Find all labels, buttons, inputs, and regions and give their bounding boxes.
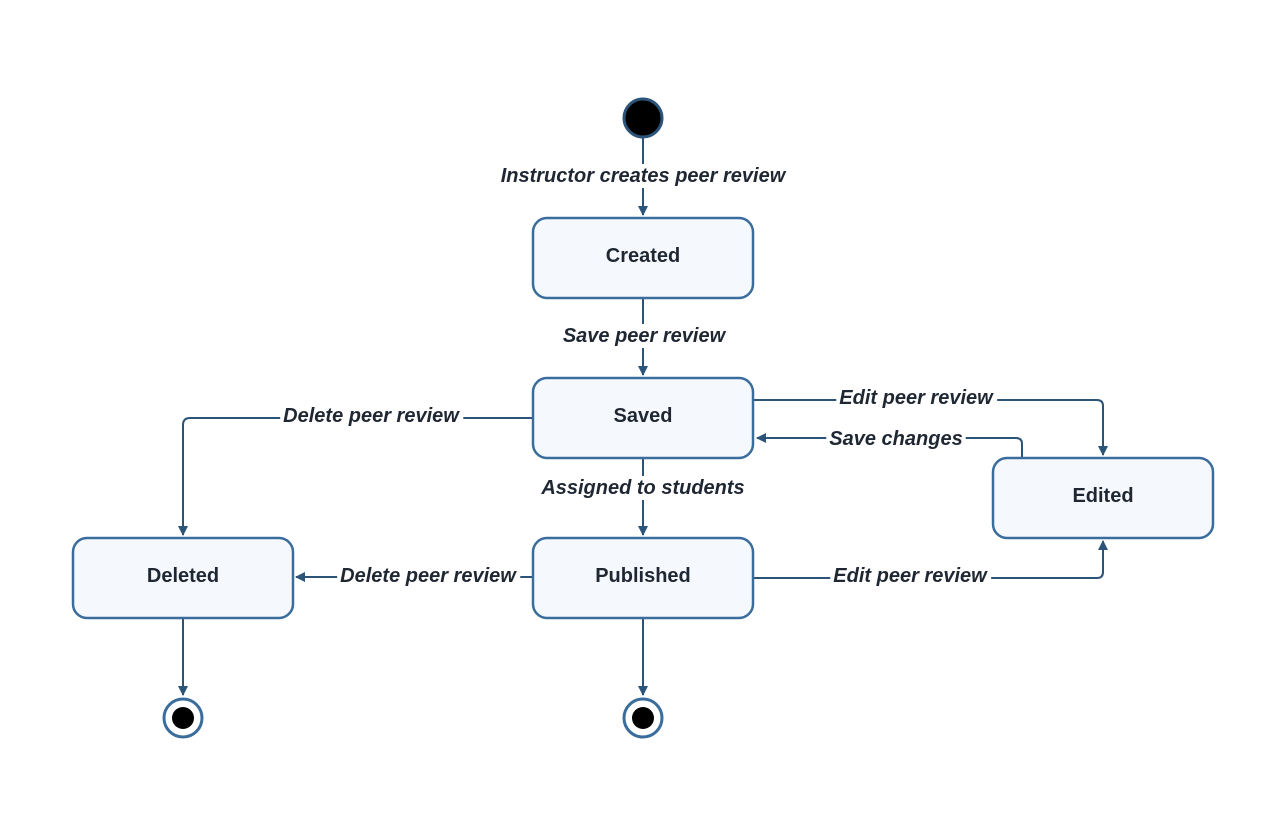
- state-saved: Saved: [531, 376, 755, 460]
- edge-labels: Instructor creates peer review Save peer…: [280, 164, 998, 588]
- state-edited: Edited: [991, 456, 1215, 540]
- state-created: Created: [531, 216, 755, 300]
- state-box: [531, 536, 755, 620]
- edge-label-background: [559, 324, 730, 348]
- edge-label-background: [830, 564, 992, 588]
- edge-label-background: [836, 386, 998, 410]
- state-box: [71, 536, 295, 620]
- state-label-published: Published: [595, 565, 691, 587]
- state-label-created: Created: [606, 245, 680, 267]
- state-published: Published: [531, 536, 755, 620]
- state-label-saved: Saved: [614, 405, 673, 427]
- final-state-inner-dot: [632, 707, 654, 729]
- edge-label-background: [826, 427, 966, 451]
- state-deleted: Deleted: [71, 536, 295, 620]
- final-state-published: [622, 697, 664, 739]
- edge-label-background: [280, 404, 464, 428]
- edge-saved-to-deleted: [178, 417, 533, 536]
- edge-label-background: [537, 476, 748, 500]
- transition-label-assigned-to-students: Assigned to students: [540, 477, 744, 499]
- transition-label-edit-from-published: Edit peer review: [833, 565, 988, 587]
- transition-label-save-changes: Save changes: [829, 428, 962, 450]
- initial-state-node: [622, 97, 664, 139]
- edge-edited-to-saved: [756, 433, 1023, 458]
- state-label-deleted: Deleted: [147, 565, 219, 587]
- state-box: [991, 456, 1215, 540]
- final-state-deleted: [162, 697, 204, 739]
- transition-label-delete-from-published: Delete peer review: [340, 565, 517, 587]
- edge-saved-to-edited: [753, 399, 1108, 456]
- state-box: [531, 216, 755, 300]
- transition-label-edit-from-saved: Edit peer review: [839, 387, 994, 409]
- transition-label-save-peer-review: Save peer review: [563, 325, 727, 347]
- transition-label-instructor-creates: Instructor creates peer review: [501, 165, 787, 187]
- edge-label-background: [497, 164, 790, 188]
- edge-label-background: [337, 564, 521, 588]
- state-box: [531, 376, 755, 460]
- edge-published-to-edited: [753, 540, 1108, 579]
- final-state-inner-dot: [172, 707, 194, 729]
- transition-label-delete-from-saved: Delete peer review: [283, 405, 460, 427]
- state-label-edited: Edited: [1072, 485, 1133, 507]
